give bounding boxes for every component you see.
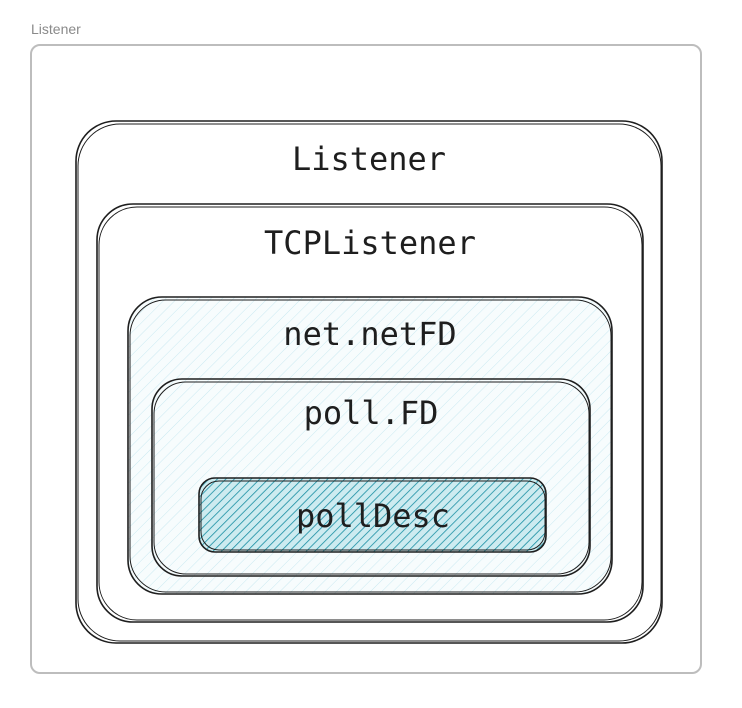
listener-box[interactable]: Listener <box>75 120 663 644</box>
poll-desc-box[interactable]: pollDesc <box>198 477 547 553</box>
poll-fd-label: poll.FD <box>304 394 439 432</box>
poll-desc-label: pollDesc <box>296 497 450 535</box>
tcp-listener-box[interactable]: TCPListener <box>96 203 644 623</box>
tcp-listener-label: TCPListener <box>264 224 476 262</box>
net-netfd-label: net.netFD <box>283 315 456 353</box>
frame-label: Listener <box>31 21 81 37</box>
frame-border[interactable] <box>30 44 702 674</box>
listener-label: Listener <box>292 140 446 178</box>
